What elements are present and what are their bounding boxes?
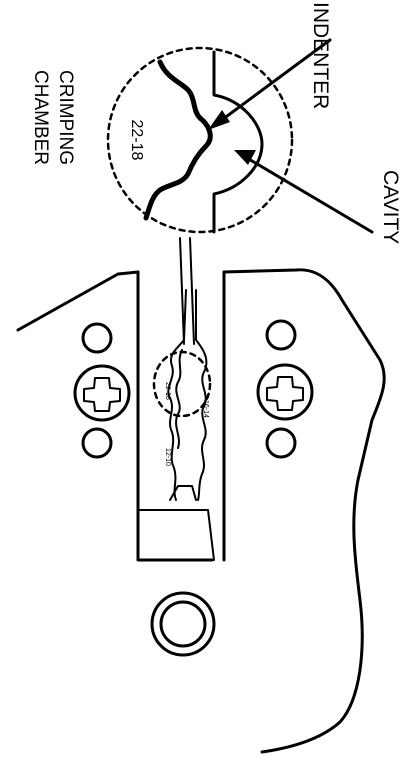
indenter-arrow-head <box>208 110 230 130</box>
tool-right-outline <box>222 268 386 754</box>
connector-line-right <box>189 237 195 345</box>
cavity-profile <box>195 289 208 501</box>
pivot <box>150 591 216 657</box>
right-lower-hole <box>265 427 297 459</box>
cavity-arrow-head <box>234 150 256 165</box>
left-screw-slot-icon <box>83 377 121 412</box>
callouts <box>208 38 374 234</box>
pivot-outer-ring <box>150 591 216 657</box>
right-upper-hole <box>265 319 297 351</box>
right-screw-slot-icon <box>266 376 304 411</box>
tool-upper-left-edge <box>16 270 140 332</box>
small-gauge-mark-2: 16-14 <box>202 400 209 418</box>
jaw-channel-base <box>137 509 215 561</box>
connector-line-left <box>179 237 185 345</box>
indenter-label: INDENTER <box>309 2 332 109</box>
right-screw-head <box>256 363 314 421</box>
right-fasteners <box>256 319 314 459</box>
magnified-chamber: 22-18 <box>106 46 294 234</box>
magnifier-connector <box>179 237 195 345</box>
magnified-chamber-dashed-circle <box>106 46 294 234</box>
indenter-profile <box>167 289 187 501</box>
magnified-cavity-profile <box>212 50 264 234</box>
left-upper-hole <box>81 322 113 354</box>
cavity-label: CAVITY <box>379 170 402 244</box>
jaw-channel-left-wall <box>136 270 214 562</box>
left-screw-head <box>73 364 131 422</box>
crimping-chamber-small-outline <box>152 350 212 418</box>
small-gauge-mark-1: 22-18 <box>164 382 171 400</box>
small-gauge-mark-3: 12-10 <box>164 448 171 466</box>
left-fasteners <box>73 322 131 459</box>
jaw-profile: 22-18 16-14 12-10 <box>152 289 212 501</box>
chamber-label: CHAMBER <box>30 70 51 165</box>
magnified-gauge-label: 22-18 <box>128 120 145 161</box>
crimping-label: CRIMPING <box>55 70 76 165</box>
cavity-profile-inner <box>175 349 183 449</box>
labels: INDENTER CAVITY CRIMPING CHAMBER <box>30 2 402 244</box>
pivot-inner-ring <box>159 600 207 648</box>
cavity-arrow-line <box>240 153 374 234</box>
left-lower-hole <box>81 427 113 459</box>
jaw-channel <box>136 270 226 562</box>
tool-body <box>16 268 386 754</box>
indenter-arrow-line <box>213 38 332 127</box>
magnified-indenter-profile <box>143 59 213 221</box>
